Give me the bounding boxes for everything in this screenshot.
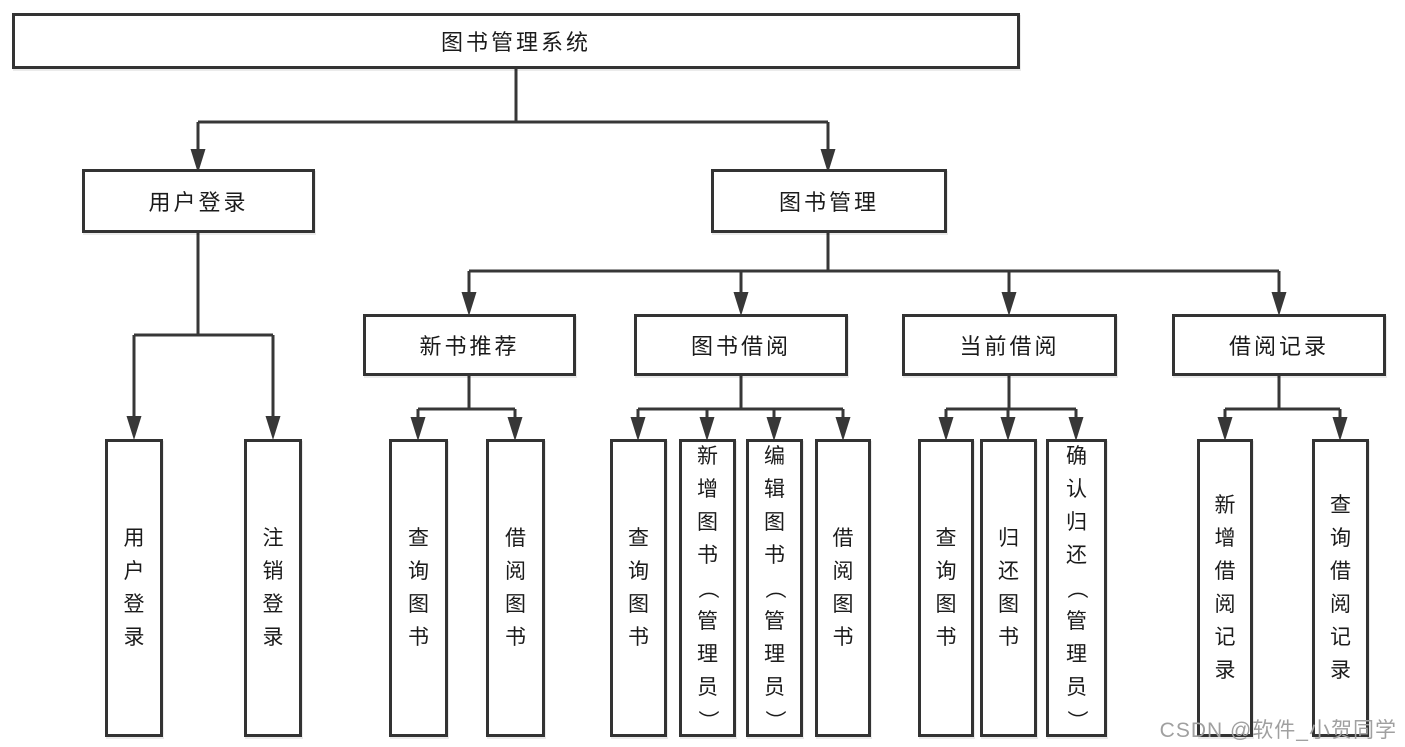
node-confirm-return-admin: 确认归还（管理员） bbox=[1046, 439, 1107, 737]
node-current-borrowing: 当前借阅 bbox=[902, 314, 1117, 376]
node-label: 编辑图书（管理员） bbox=[763, 444, 786, 731]
node-borrowing-records: 借阅记录 bbox=[1172, 314, 1386, 376]
node-add-books-admin: 新增图书（管理员） bbox=[679, 439, 736, 737]
node-label: 注销登录 bbox=[262, 527, 284, 649]
node-query-books-borrow: 查询图书 bbox=[610, 439, 667, 737]
node-label: 图书管理 bbox=[778, 190, 879, 215]
node-query-books-recommend: 查询图书 bbox=[389, 439, 448, 737]
node-query-borrow-record: 查询借阅记录 bbox=[1312, 439, 1369, 737]
node-label: 用户登录 bbox=[148, 190, 249, 215]
node-new-book-recommendation: 新书推荐 bbox=[363, 314, 576, 376]
node-label: 借阅记录 bbox=[1228, 334, 1329, 359]
node-label: 归还图书 bbox=[998, 527, 1019, 649]
node-label: 查询图书 bbox=[408, 527, 429, 649]
node-label: 查询借阅记录 bbox=[1330, 494, 1351, 682]
node-label: 当前借阅 bbox=[959, 334, 1060, 359]
node-label: 确认归还（管理员） bbox=[1065, 444, 1088, 731]
node-user-login: 用户登录 bbox=[82, 169, 315, 233]
node-label: 图书借阅 bbox=[690, 334, 791, 359]
node-library-management-system: 图书管理系统 bbox=[12, 13, 1020, 69]
node-user-login-leaf: 用户登录 bbox=[105, 439, 163, 737]
node-query-books-current: 查询图书 bbox=[918, 439, 974, 737]
node-book-borrowing: 图书借阅 bbox=[634, 314, 848, 376]
node-label: 新增借阅记录 bbox=[1214, 494, 1236, 682]
node-label: 新增图书（管理员） bbox=[696, 444, 719, 731]
node-add-borrow-record: 新增借阅记录 bbox=[1197, 439, 1253, 737]
edge-paths bbox=[132, 69, 1342, 421]
node-borrow-books-leaf: 借阅图书 bbox=[815, 439, 871, 737]
node-logout: 注销登录 bbox=[244, 439, 302, 737]
csdn-watermark: CSDN @软件_小贺同学 bbox=[1159, 719, 1397, 742]
arrowheads bbox=[126, 149, 1348, 441]
node-borrow-books-recommend: 借阅图书 bbox=[486, 439, 545, 737]
node-label: 图书管理系统 bbox=[440, 30, 591, 55]
node-label: 新书推荐 bbox=[419, 334, 520, 359]
node-label: 借阅图书 bbox=[832, 527, 854, 649]
node-label: 用户登录 bbox=[123, 527, 145, 649]
node-edit-books-admin: 编辑图书（管理员） bbox=[746, 439, 803, 737]
node-book-management: 图书管理 bbox=[711, 169, 947, 233]
node-return-books: 归还图书 bbox=[980, 439, 1037, 737]
node-label: 查询图书 bbox=[628, 527, 649, 649]
node-label: 借阅图书 bbox=[505, 527, 526, 649]
node-label: 查询图书 bbox=[935, 527, 957, 649]
